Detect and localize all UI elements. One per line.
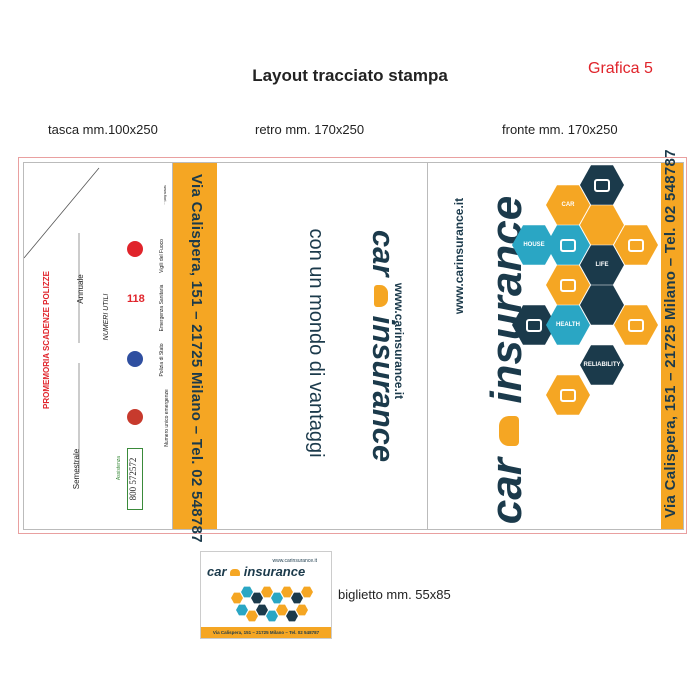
mini-hex [256, 604, 268, 616]
page-title: Layout tracciato stampa [252, 66, 448, 85]
mini-hex [241, 586, 253, 598]
fronte-address: Via Calispera, 151 – 21725 Milano – Tel.… [662, 149, 679, 518]
mini-hex [236, 604, 248, 616]
shield-icon [594, 178, 610, 192]
tasca-panel: PROMEMORIA SCADENZE POLIZZE Annuale Seme… [23, 162, 173, 530]
car-icon [374, 285, 389, 308]
biglietto-website: www.carinsurance.it [272, 558, 317, 564]
mini-hex [251, 592, 263, 604]
tasca-small-vertical-text: www.fiori... [163, 185, 168, 205]
biglietto-card: www.carinsurance.it car insurance Via Ca… [200, 551, 332, 639]
biglietto-address: Via Calispera, 151 – 21725 Milano – Tel.… [201, 627, 331, 638]
tasca-promemoria-title: PROMEMORIA SCADENZE POLIZZE [42, 271, 51, 409]
retro-panel: Via Calispera, 151 – 21725 Milano – Tel.… [172, 162, 428, 543]
mini-hex [246, 610, 258, 622]
mini-hex [261, 586, 273, 598]
print-layout-sheet: PROMEMORIA SCADENZE POLIZZE Annuale Seme… [18, 149, 687, 543]
fronte-dimension-label: fronte mm. 170x250 [502, 122, 618, 137]
emergenza-118-logo: 118 [127, 293, 145, 305]
retro-website: www.carinsurance.it [392, 282, 406, 400]
car-icon [230, 569, 241, 577]
fronte-orange-strip [661, 163, 683, 529]
grafica-label: Grafica 5 [588, 60, 653, 77]
tasca-annuale-label: Annuale [76, 274, 85, 304]
assistenza-number: 800 572572 [127, 448, 143, 510]
assistenza-label: Assistenza [116, 455, 122, 481]
tasca-semestrale-label: Semestrale [72, 448, 81, 490]
pocket-diagonal-line [24, 167, 100, 473]
fronte-panel: www.carinsurance.it car insurance CAR HO… [427, 149, 684, 530]
hex-reliability-label: RELIABILITY [580, 345, 624, 385]
mini-hex [281, 586, 293, 598]
biglietto-brand-car: car [207, 564, 227, 579]
umbrella-icon [560, 388, 576, 402]
car-icon [560, 238, 576, 252]
retro-orange-strip [173, 163, 217, 529]
mini-hex [301, 586, 313, 598]
fronte-brand-car: car [482, 458, 531, 525]
retro-dimension-label: retro mm. 170x250 [255, 122, 365, 137]
retro-tagline: con un mondo di vantaggi [305, 228, 327, 458]
polizia-logo [127, 351, 143, 367]
biglietto-dimension-label: biglietto mm. 55x85 [338, 587, 451, 602]
briefcase-icon [526, 318, 542, 332]
heart-icon [628, 318, 644, 332]
home-icon [628, 238, 644, 252]
hex-umbrella [546, 375, 590, 415]
mini-hex [271, 592, 283, 604]
mini-hex [296, 604, 308, 616]
mini-hex [291, 592, 303, 604]
tasca-item-vigili: Vigili del Fuoco [159, 239, 165, 273]
hexagon-cluster: CAR HOUSE LIFE HEALTH RELIABILITY [512, 163, 666, 415]
biglietto-hex-cluster [231, 584, 321, 624]
mini-hex [286, 610, 298, 622]
biglietto-brand: car insurance [207, 564, 327, 579]
tasca-item-emergenza: Emergenza Sanitaria [159, 284, 165, 332]
112-logo [127, 409, 143, 430]
tasca-dimension-label: tasca mm.100x250 [48, 122, 158, 137]
retro-address: Via Calispera, 151 – 21725 Milano – Tel.… [188, 174, 205, 543]
car-icon [499, 415, 520, 446]
tasca-numeri-utili: NUMERI UTILI [103, 293, 110, 341]
mini-hex [266, 610, 278, 622]
mini-hex [231, 592, 243, 604]
family-icon [560, 278, 576, 292]
mini-hex [276, 604, 288, 616]
fronte-website: www.carinsurance.it [452, 197, 466, 315]
biglietto-brand-insurance: insurance [243, 564, 306, 579]
tasca-item-polizia: Polizia di Stato [159, 343, 165, 377]
vigili-fuoco-logo [127, 241, 143, 262]
